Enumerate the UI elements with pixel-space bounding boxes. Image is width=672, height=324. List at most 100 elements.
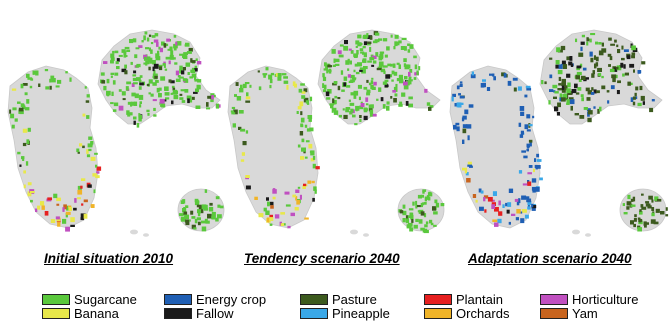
legend-swatch xyxy=(424,294,452,305)
land-use-patch xyxy=(549,57,553,60)
land-use-patch xyxy=(394,93,398,97)
land-use-patch xyxy=(632,101,636,106)
land-use-patch xyxy=(587,90,593,95)
land-use-patch xyxy=(587,110,593,115)
land-use-patch xyxy=(350,50,354,54)
land-use-patch xyxy=(79,143,83,147)
land-use-patch xyxy=(632,196,636,202)
land-use-patch xyxy=(593,89,597,94)
land-use-patch xyxy=(555,60,560,65)
land-use-patch xyxy=(129,39,134,44)
land-use-patch xyxy=(342,108,345,111)
land-use-patch xyxy=(155,80,159,83)
land-use-patch xyxy=(148,66,151,71)
land-use-patch xyxy=(556,112,560,116)
land-use-patch xyxy=(195,88,199,93)
land-use-patch xyxy=(343,45,349,51)
land-use-patch xyxy=(595,62,599,67)
land-use-patch xyxy=(599,106,602,112)
land-use-patch xyxy=(258,213,264,218)
legend-label: Pasture xyxy=(332,292,377,307)
land-use-patch xyxy=(562,64,567,69)
land-use-patch xyxy=(29,191,35,194)
land-use-patch xyxy=(369,113,374,117)
land-use-patch xyxy=(376,98,379,101)
land-use-patch xyxy=(305,140,310,143)
land-use-patch xyxy=(344,40,348,45)
legend-item-banana: Banana xyxy=(42,307,119,320)
land-use-patch xyxy=(640,204,644,208)
land-use-patch xyxy=(380,97,384,102)
land-use-patch xyxy=(191,224,196,229)
land-use-patch xyxy=(110,60,113,64)
land-use-patch xyxy=(132,82,138,85)
land-use-patch xyxy=(132,77,138,82)
land-use-patch xyxy=(196,84,201,90)
land-use-patch xyxy=(567,82,571,88)
land-use-patch xyxy=(265,67,269,71)
land-use-patch xyxy=(393,98,397,103)
land-use-patch xyxy=(266,197,269,201)
land-use-patch xyxy=(201,204,207,210)
land-use-patch xyxy=(301,95,306,99)
land-use-patch xyxy=(466,124,472,129)
land-use-patch xyxy=(356,50,359,55)
land-use-patch xyxy=(172,87,176,91)
land-use-patch xyxy=(86,154,91,158)
land-use-patch xyxy=(26,99,30,104)
land-use-patch xyxy=(207,213,212,219)
land-use-patch xyxy=(621,57,625,61)
land-use-patch xyxy=(643,221,647,226)
land-use-patch xyxy=(207,95,212,99)
land-use-patch xyxy=(152,99,157,102)
land-use-patch xyxy=(561,89,566,93)
land-use-patch xyxy=(568,61,573,66)
land-use-patch xyxy=(92,173,97,177)
land-use-patch xyxy=(127,101,132,105)
land-use-patch xyxy=(384,84,389,88)
land-use-patch xyxy=(642,101,645,105)
land-use-patch xyxy=(133,70,137,74)
land-use-patch xyxy=(408,79,412,85)
land-use-patch xyxy=(206,107,211,110)
land-use-patch xyxy=(155,53,160,58)
land-use-patch xyxy=(9,109,12,114)
land-use-patch xyxy=(456,85,460,90)
land-use-patch xyxy=(597,67,602,72)
land-use-patch xyxy=(65,226,70,232)
land-use-patch xyxy=(348,99,351,102)
land-use-patch xyxy=(601,42,604,47)
land-use-patch xyxy=(665,214,669,217)
land-use-patch xyxy=(651,207,655,211)
land-use-patch xyxy=(106,78,110,84)
land-use-patch xyxy=(555,64,560,69)
land-use-patch xyxy=(133,120,136,125)
land-use-patch xyxy=(424,88,428,93)
land-use-patch xyxy=(167,48,172,51)
land-use-patch xyxy=(152,60,156,65)
land-use-patch xyxy=(148,47,151,52)
land-use-patch xyxy=(110,75,113,78)
land-use-patch xyxy=(152,82,157,86)
land-use-patch xyxy=(433,211,438,215)
land-use-patch xyxy=(103,61,108,64)
land-use-patch xyxy=(301,147,306,152)
land-use-patch xyxy=(616,90,620,95)
land-use-patch xyxy=(566,99,572,104)
land-use-patch xyxy=(610,43,615,46)
land-use-patch xyxy=(402,210,407,216)
land-use-patch xyxy=(369,109,374,114)
land-use-patch xyxy=(362,34,367,39)
land-use-patch xyxy=(467,135,470,141)
land-use-patch xyxy=(303,183,307,187)
land-use-patch xyxy=(641,206,647,210)
land-use-patch xyxy=(380,52,383,57)
land-use-patch xyxy=(135,47,140,50)
land-use-patch xyxy=(645,201,650,204)
land-use-patch xyxy=(519,106,525,111)
land-use-patch xyxy=(564,93,568,99)
land-use-patch xyxy=(353,53,358,57)
land-use-patch xyxy=(374,32,380,36)
land-use-patch xyxy=(159,47,163,53)
legend-label: Orchards xyxy=(456,306,510,321)
